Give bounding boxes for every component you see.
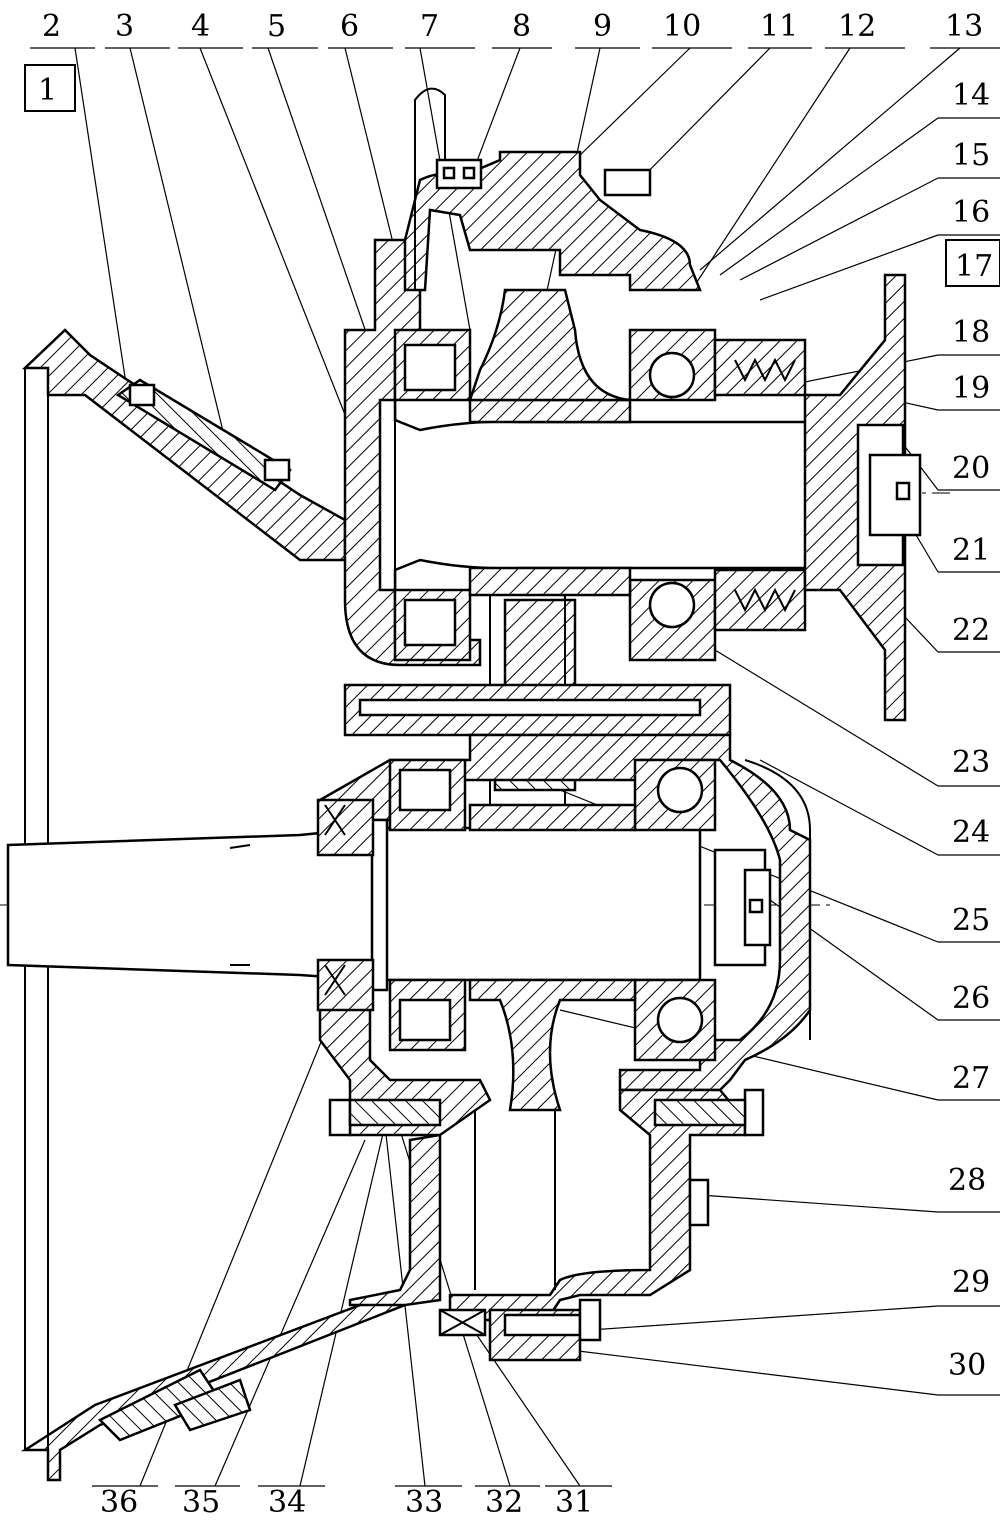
callout-35: 35	[182, 1485, 220, 1520]
callout-24: 24	[952, 815, 990, 850]
callout-27: 27	[952, 1061, 990, 1096]
callout-32: 32	[485, 1485, 523, 1520]
callout-16: 16	[952, 195, 990, 230]
callout-10: 10	[663, 9, 701, 44]
lower-housing	[318, 733, 812, 1362]
callout-3: 3	[115, 9, 134, 44]
boxed-callout-1: 1	[24, 64, 76, 112]
callout-12: 12	[838, 9, 876, 44]
callout-33: 33	[405, 1485, 443, 1520]
callout-11: 11	[760, 9, 798, 44]
callout-31: 31	[555, 1485, 593, 1520]
callout-19: 19	[952, 371, 990, 406]
callout-30: 30	[948, 1348, 986, 1383]
callout-26: 26	[952, 981, 990, 1016]
callout-28: 28	[948, 1163, 986, 1198]
callout-13: 13	[945, 9, 983, 44]
callout-15: 15	[952, 138, 990, 173]
upper-gear	[468, 288, 632, 810]
callout-36: 36	[100, 1485, 138, 1520]
callout-8: 8	[512, 9, 531, 44]
callout-9: 9	[593, 9, 612, 44]
callout-17: 17	[955, 249, 993, 284]
upper-shaft	[378, 398, 872, 592]
callout-2: 2	[42, 9, 61, 44]
output-flange	[803, 273, 922, 722]
callout-23: 23	[952, 745, 990, 780]
callout-14: 14	[952, 78, 990, 113]
lower-bolts	[328, 1088, 765, 1227]
top-callout-labels: 2 3 4 5 6 7 8 9 10 11 12 13	[42, 9, 983, 44]
callout-1: 1	[38, 73, 57, 108]
callout-22: 22	[952, 613, 990, 648]
right-callout-labels: 14 15 16 18 19 20 21 22 23 24 25 26 27 2…	[948, 78, 990, 1383]
callout-29: 29	[952, 1265, 990, 1300]
callout-6: 6	[340, 9, 359, 44]
lower-gear	[468, 803, 637, 1290]
callout-5: 5	[267, 9, 286, 44]
callout-4: 4	[191, 9, 210, 44]
callout-7: 7	[420, 9, 439, 44]
upper-bearings	[393, 328, 807, 662]
callout-18: 18	[952, 315, 990, 350]
right-leader-underlines	[938, 117, 1000, 1396]
lock-nut	[713, 848, 772, 967]
bottom-callout-labels: 36 35 34 33 32 31	[100, 1485, 593, 1520]
callout-21: 21	[952, 533, 990, 568]
lower-bearings	[316, 758, 717, 1062]
callout-34: 34	[268, 1485, 306, 1520]
boxed-callout-17: 17	[945, 239, 1000, 287]
callout-25: 25	[952, 903, 990, 938]
callout-20: 20	[952, 451, 990, 486]
